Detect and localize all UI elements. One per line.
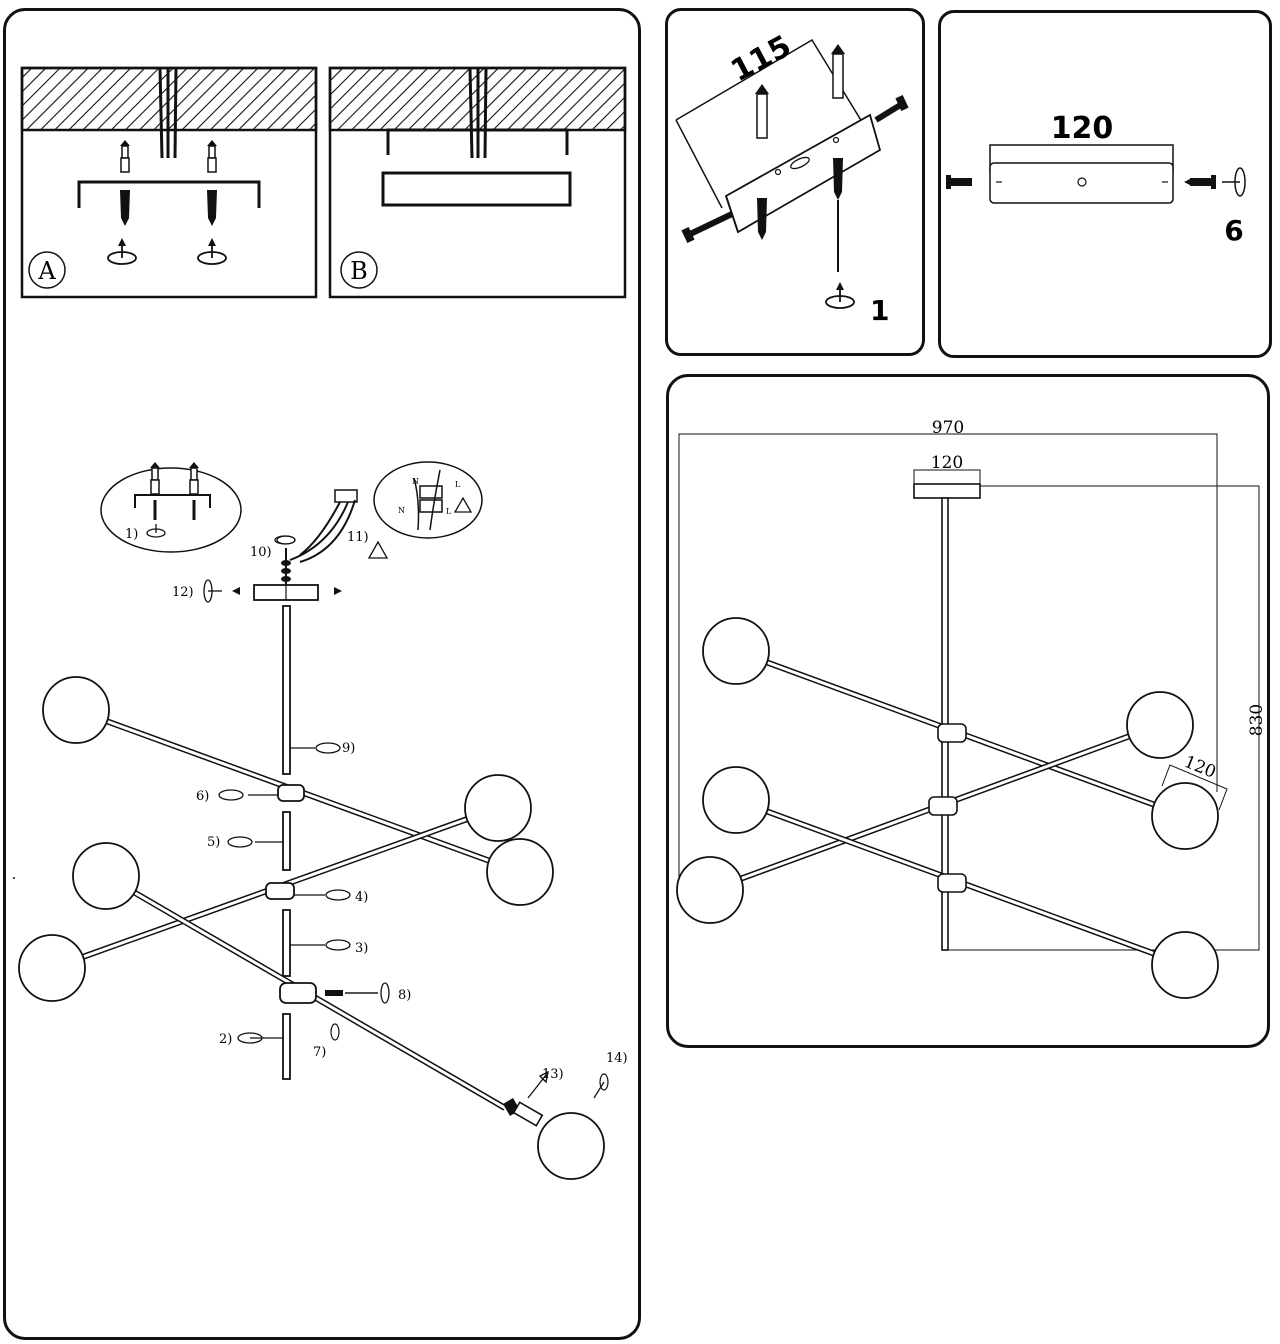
step-12-label: 12) <box>172 585 194 600</box>
step-3-label: 3) <box>355 941 368 956</box>
step-13-label: 13) <box>542 1067 564 1082</box>
wire-live-label-2: L <box>446 507 452 516</box>
mounting-option-a: A <box>20 66 318 299</box>
option-b-label: B <box>350 257 368 285</box>
canopy-width-label: 120 <box>1051 111 1114 146</box>
wire-neutral-label: N <box>412 477 419 486</box>
step-6-label: 6) <box>196 789 209 804</box>
step-4-label: 4) <box>355 890 368 905</box>
step-10-label: 10) <box>250 545 272 560</box>
dimension-drawing: 970 120 830 120 <box>676 418 1267 999</box>
mounting-option-b: B <box>328 66 627 299</box>
overall-height-label: 830 <box>1247 704 1267 736</box>
canopy-step-label: 6 <box>1224 214 1243 247</box>
bracket-zoom-bubble <box>100 467 242 553</box>
canopy-dim-label: 120 <box>931 453 963 473</box>
step-8-label: 8) <box>398 988 411 1003</box>
shade-diameter-label: 120 <box>1181 752 1219 783</box>
stem-mid <box>282 811 291 871</box>
warning-icon-2 <box>367 540 389 559</box>
stem-top <box>282 605 291 775</box>
step-1-label: 1) <box>125 527 138 542</box>
canopy-detail: 120 6 <box>946 111 1246 247</box>
overall-width-label: 970 <box>932 418 964 438</box>
stem-bottom <box>282 1013 291 1080</box>
option-a-label: A <box>37 257 56 285</box>
bracket-width-label: 115 <box>725 29 797 89</box>
step-14-label: 14) <box>606 1051 628 1066</box>
stem-lower <box>282 909 291 977</box>
bracket-detail: 115 1 <box>675 29 909 327</box>
warning-icon <box>453 496 473 513</box>
step-7-label: 7) <box>313 1045 326 1060</box>
wire-live-label: L <box>455 480 461 489</box>
step-11-label: 11) <box>347 530 369 545</box>
step-9-label: 9) <box>342 741 355 756</box>
bracket-step-label: 1 <box>870 294 889 327</box>
step-2-label: 2) <box>219 1032 232 1047</box>
wire-neutral-label-2: N <box>398 506 405 515</box>
assembly-exploded-view: N L N L <box>18 461 628 1180</box>
step-5-label: 5) <box>207 835 220 850</box>
